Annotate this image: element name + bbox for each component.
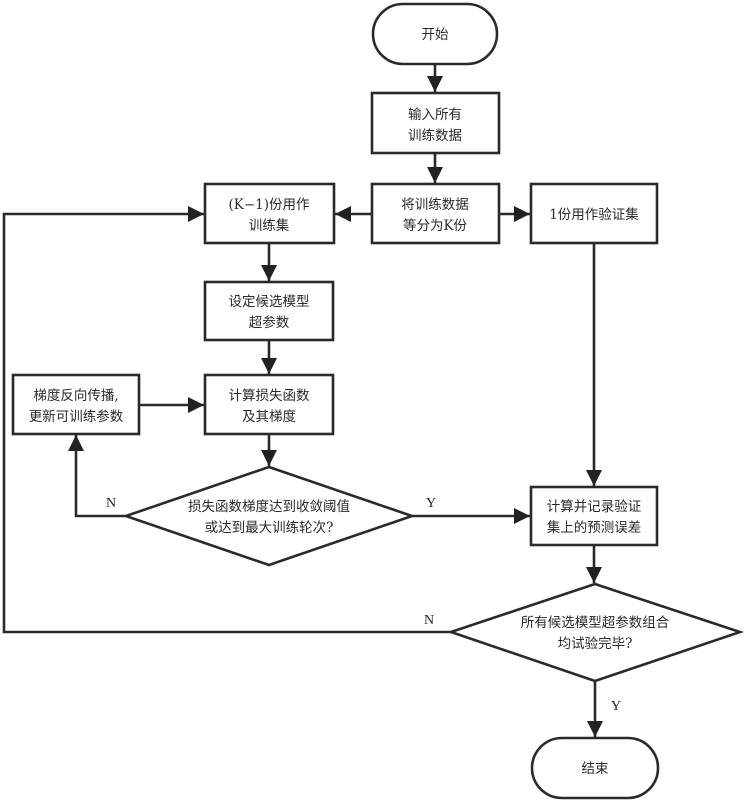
decision-shape [121, 465, 417, 567]
node-val-set: 1份用作验证集 [529, 182, 659, 245]
node-text-line: 训练数据 [408, 128, 462, 144]
node-start-text: 开始 [422, 27, 449, 43]
node-converge-check-text: 损失函数梯度达到收敛阈值或达到最大训练轮次? [188, 499, 350, 536]
node-text-line: 梯度反向传播, [33, 388, 118, 404]
node-backprop: 梯度反向传播, 更新可训练参数 [11, 373, 141, 436]
edges [2, 64, 603, 737]
node-input-text: 输入所有训练数据 [408, 107, 462, 144]
node-text-line: 计算并记录验证 [547, 499, 642, 515]
node-set-hparams-text: 设定候选模型超参数 [229, 294, 310, 331]
edge-label-decision2-N: N [424, 613, 434, 628]
node-converge-check: 损失函数梯度达到收敛阈值或达到最大训练轮次? [121, 465, 417, 567]
process-shape [203, 280, 335, 342]
node-text-line: 开始 [422, 27, 449, 43]
node-text-line: 或达到最大训练轮次? [205, 520, 334, 536]
node-backprop-text: 梯度反向传播, 更新可训练参数 [29, 388, 124, 425]
node-record-error: 计算并记录验证集上的预测误差 [529, 485, 659, 547]
process-shape [529, 182, 659, 245]
node-text-line: 集上的预测误差 [547, 520, 642, 536]
process-shape [203, 373, 335, 436]
process-shape [370, 91, 501, 155]
edge-label-decision1-N: N [106, 496, 116, 511]
node-all-done-check: 所有候选模型超参数组合均试验完毕? [446, 582, 745, 683]
process-shape [11, 373, 141, 436]
edge-label-decision1-Y: Y [426, 496, 436, 511]
node-split-text: 将训练数据等分为K份 [401, 197, 469, 234]
node-text-line: 输入所有 [408, 107, 462, 123]
node-split: 将训练数据等分为K份 [370, 182, 501, 245]
node-text-line: 设定候选模型 [229, 294, 310, 310]
node-start: 开始 [371, 2, 499, 66]
decision-shape [446, 582, 745, 683]
edge-decision2-trainset-N [2, 206, 451, 634]
node-record-error-text: 计算并记录验证集上的预测误差 [547, 499, 642, 536]
node-text-line: 计算损失函数 [229, 388, 310, 404]
node-end: 结束 [530, 736, 660, 800]
node-text-line: 1份用作验证集 [549, 207, 639, 223]
edge-decision1-backprop-N [68, 435, 126, 518]
node-text-line: 等分为K份 [403, 217, 468, 234]
node-text-line: 结束 [582, 761, 610, 777]
node-compute-loss-text: 计算损失函数及其梯度 [229, 388, 310, 425]
process-shape [529, 485, 659, 547]
node-text-line: 超参数 [249, 314, 290, 331]
node-train-set-text: (K−1)份用作训练集 [228, 197, 309, 234]
edge-label-decision2-Y: Y [611, 699, 621, 714]
terminal-shape [371, 2, 499, 66]
node-text-line: 所有候选模型超参数组合 [521, 614, 670, 631]
node-text-line: 训练集 [249, 218, 290, 234]
node-text-line: (K−1)份用作 [228, 197, 309, 213]
node-text-line: 及其梯度 [242, 409, 296, 425]
node-end-text: 结束 [582, 761, 610, 777]
terminal-shape [530, 736, 660, 800]
node-compute-loss: 计算损失函数及其梯度 [203, 373, 335, 436]
node-input: 输入所有训练数据 [370, 91, 501, 155]
process-shape [370, 182, 501, 245]
node-text-line: 均试验完毕? [558, 636, 633, 652]
process-shape [203, 182, 336, 245]
node-text-line: 更新可训练参数 [29, 408, 124, 425]
node-val-set-text: 1份用作验证集 [549, 207, 639, 223]
node-train-set: (K−1)份用作训练集 [203, 182, 336, 245]
node-all-done-check-text: 所有候选模型超参数组合均试验完毕? [521, 614, 670, 652]
node-text-line: 将训练数据 [401, 197, 469, 213]
node-text-line: 损失函数梯度达到收敛阈值 [188, 499, 350, 515]
node-set-hparams: 设定候选模型超参数 [203, 280, 335, 342]
